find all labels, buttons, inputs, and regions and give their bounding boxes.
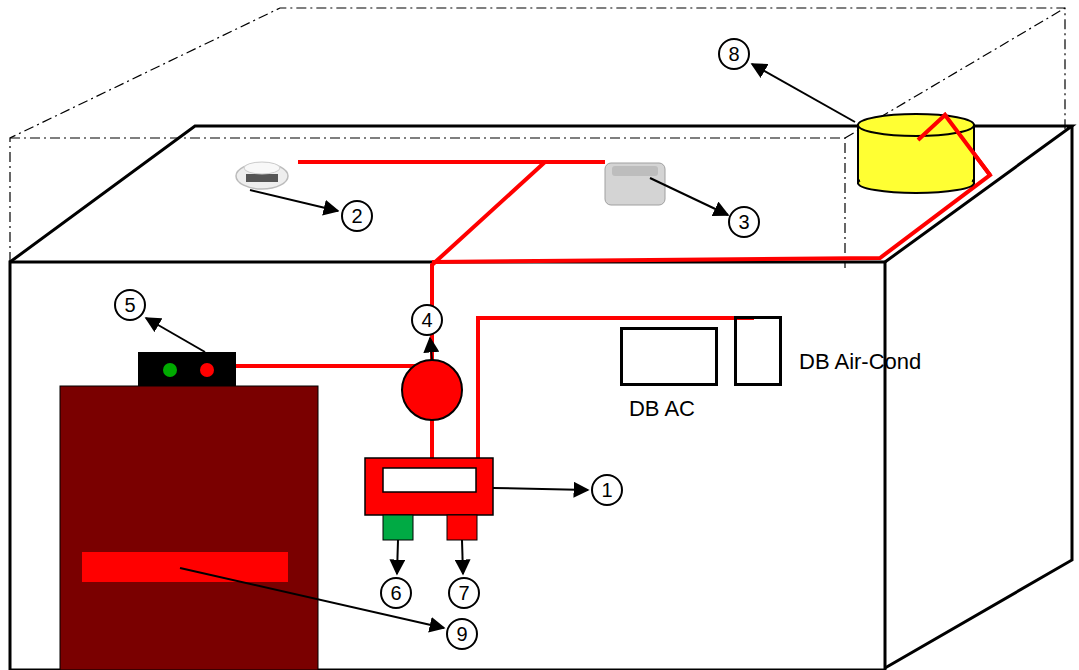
callout-number: 9 bbox=[446, 618, 478, 650]
callout-number: 4 bbox=[411, 304, 443, 336]
board-label: DB AC bbox=[629, 397, 695, 421]
ceiling-void-outline bbox=[10, 8, 1065, 268]
callout-number: 8 bbox=[718, 38, 750, 70]
agent-cylinder bbox=[858, 114, 990, 193]
leader-lines bbox=[146, 64, 855, 628]
board-label: DB Air-Cond bbox=[799, 350, 921, 374]
callout-number: 2 bbox=[341, 200, 373, 232]
fire-wiring bbox=[236, 115, 990, 460]
cabinet bbox=[60, 386, 318, 670]
alarm-bell bbox=[402, 360, 462, 420]
status-indicator bbox=[138, 352, 236, 386]
control-panel bbox=[365, 458, 493, 540]
smoke-detector bbox=[236, 162, 288, 189]
distribution-board: DB Air-Cond bbox=[734, 316, 782, 386]
callout-number: 5 bbox=[114, 289, 146, 321]
callout-number: 1 bbox=[591, 474, 623, 506]
distribution-board: DB AC bbox=[620, 327, 718, 386]
heat-detector bbox=[605, 163, 665, 205]
room-outline bbox=[10, 126, 1072, 670]
callout-number: 7 bbox=[448, 577, 480, 609]
callout-number: 6 bbox=[380, 577, 412, 609]
callout-number: 3 bbox=[728, 206, 760, 238]
